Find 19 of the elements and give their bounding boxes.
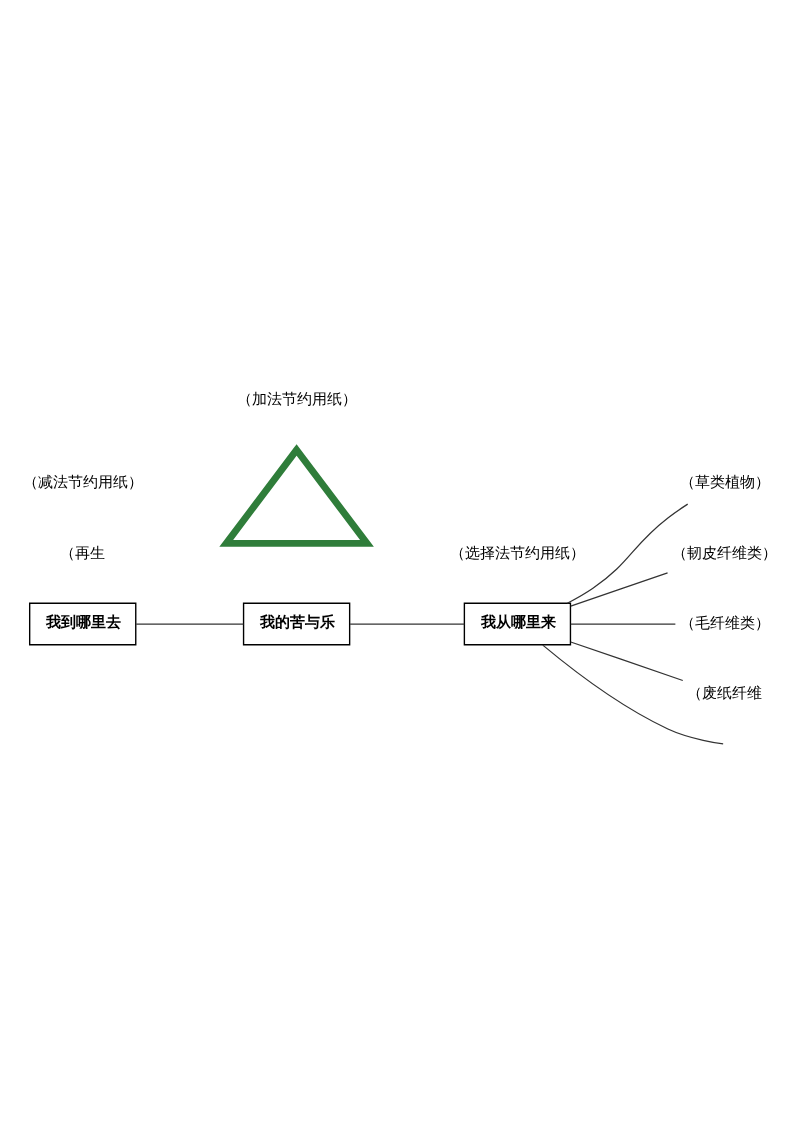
node-box: 我从哪里来 xyxy=(463,602,571,645)
label: （减法节约用纸） xyxy=(22,472,143,491)
connector xyxy=(348,622,465,625)
node-text: （废纸纤维 xyxy=(686,683,762,702)
label: （选择法节约用纸） xyxy=(449,543,585,562)
node-box: 我到哪里去 xyxy=(28,602,136,645)
connector xyxy=(569,622,676,625)
connector xyxy=(569,571,668,607)
node-text: （韧皮纤维类） xyxy=(672,543,777,562)
node-box: 我的苦与乐 xyxy=(242,602,350,645)
node-text: （毛纤维类） xyxy=(679,613,770,632)
label: （再生 xyxy=(59,543,105,562)
connector xyxy=(569,640,683,681)
node-picture xyxy=(218,443,374,547)
label: （加法节约用纸） xyxy=(236,389,357,408)
connector xyxy=(566,503,688,604)
connector xyxy=(135,622,244,625)
node-text: （草类植物） xyxy=(679,472,770,491)
connector xyxy=(541,644,724,745)
